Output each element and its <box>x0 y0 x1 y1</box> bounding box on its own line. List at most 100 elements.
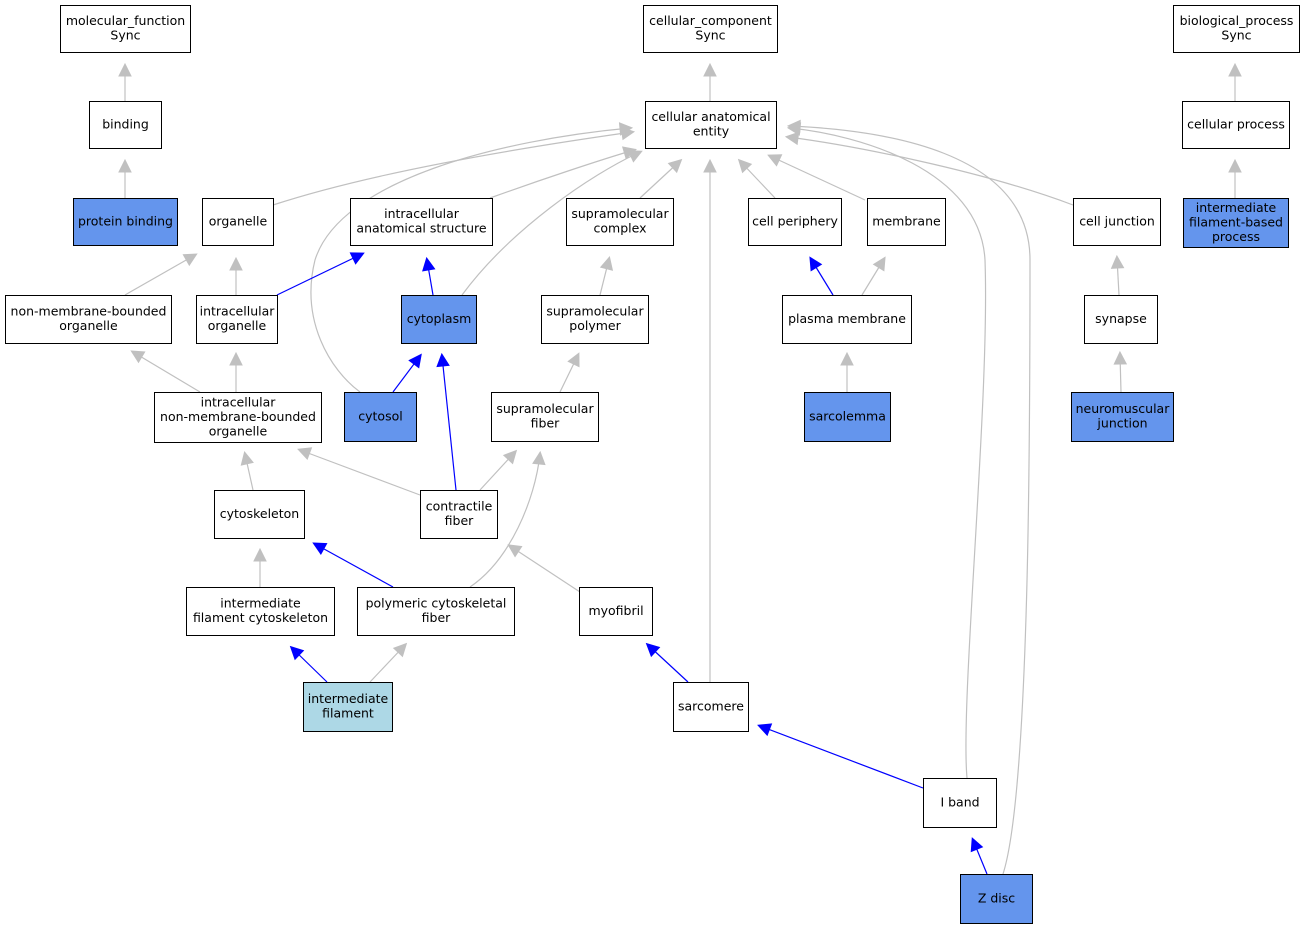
node-label: cellular process <box>1187 116 1285 131</box>
node-cytoskeleton[interactable]: cytoskeleton <box>214 490 305 539</box>
edge-arrowhead <box>507 544 523 558</box>
node-label: binding <box>102 116 149 131</box>
edge-part-of <box>436 352 457 491</box>
edge-is-a <box>369 642 408 683</box>
edge-part-of <box>645 642 689 683</box>
node-protein-binding[interactable]: protein binding <box>73 198 178 246</box>
node-cell-periphery[interactable]: cell periphery <box>748 198 842 246</box>
node-box <box>214 490 305 539</box>
node-membrane[interactable]: membrane <box>867 198 946 246</box>
node-box <box>1183 198 1289 248</box>
edge-is-a <box>469 450 546 588</box>
node-box <box>923 778 997 828</box>
node-box <box>202 198 274 246</box>
node-box <box>491 392 599 442</box>
node-box <box>748 198 842 246</box>
edge-is-a <box>703 62 717 101</box>
node-cell-junction[interactable]: cell junction <box>1073 198 1161 246</box>
node-sarcomere[interactable]: sarcomere <box>673 682 749 732</box>
edge-arrowhead <box>645 642 661 658</box>
node-synapse[interactable]: synapse <box>1084 295 1158 344</box>
edge-line <box>276 253 363 296</box>
edge-arrowhead <box>809 256 823 272</box>
edge-arrowhead <box>627 150 643 163</box>
edge-part-of <box>289 645 328 683</box>
node-box <box>673 682 749 732</box>
edge-line <box>489 149 635 199</box>
edge-arrowhead <box>240 450 254 466</box>
node-label: intermediate <box>1196 200 1277 215</box>
node-plasma-membrane[interactable]: plasma membrane <box>782 295 912 344</box>
node-myofibril[interactable]: myofibril <box>579 587 653 636</box>
edge-arrowhead <box>392 642 408 658</box>
node-box <box>186 587 335 636</box>
node-label: cytoplasm <box>407 311 472 326</box>
node-label: intracellular <box>200 304 276 319</box>
node-label: junction <box>1096 416 1147 431</box>
edge-line <box>461 151 641 296</box>
edge-is-a <box>118 158 132 198</box>
node-label: myofibril <box>588 603 643 618</box>
node-cellular-process[interactable]: cellular process <box>1182 101 1290 149</box>
edge-arrowhead <box>1110 254 1125 269</box>
node-box <box>357 587 515 636</box>
edge-line <box>441 355 457 491</box>
node-box <box>1173 5 1300 53</box>
node-label: fiber <box>531 416 560 431</box>
node-label: non-membrane-bounded <box>11 304 167 319</box>
edge-is-a <box>784 131 1074 206</box>
node-z-disc[interactable]: Z disc <box>960 874 1033 924</box>
node-sarcolemma[interactable]: sarcolemma <box>804 392 891 442</box>
edge-part-of <box>757 723 924 789</box>
edge-arrowhead <box>182 253 198 267</box>
node-label: filament <box>322 706 374 721</box>
node-label: supramolecular <box>546 304 644 319</box>
node-label: cellular anatomical <box>651 109 770 124</box>
node-box <box>782 295 912 344</box>
node-box <box>645 101 777 149</box>
edge-is-a <box>229 351 243 392</box>
edge-is-a <box>840 351 854 392</box>
node-label: contractile <box>426 499 493 514</box>
node-label: protein binding <box>78 213 173 228</box>
edge-line <box>310 127 631 393</box>
node-i-band[interactable]: I band <box>923 778 997 828</box>
node-box <box>154 392 322 443</box>
edge-is-a <box>737 158 776 199</box>
node-box <box>804 392 891 442</box>
node-cytosol[interactable]: cytosol <box>344 392 417 442</box>
node-label: sarcomere <box>678 698 744 713</box>
edge-is-a <box>240 450 254 491</box>
node-intracellular-nmb-organelle[interactable]: intracellularnon-membrane-boundedorganel… <box>154 392 322 443</box>
edge-is-a <box>767 154 866 201</box>
edge-arrowhead <box>1228 62 1242 77</box>
edge-line <box>789 125 1031 875</box>
node-box <box>344 392 417 442</box>
node-binding[interactable]: binding <box>89 101 162 149</box>
node-organelle[interactable]: organelle <box>202 198 274 246</box>
node-label: Sync <box>695 28 725 43</box>
node-label: Sync <box>110 28 140 43</box>
edge-arrowhead <box>118 62 132 77</box>
edge-is-a <box>507 544 581 593</box>
node-label: fiber <box>422 610 451 625</box>
edge-arrowhead <box>737 158 753 174</box>
edge-arrowhead <box>502 449 518 465</box>
node-cytoplasm[interactable]: cytoplasm <box>401 295 477 344</box>
